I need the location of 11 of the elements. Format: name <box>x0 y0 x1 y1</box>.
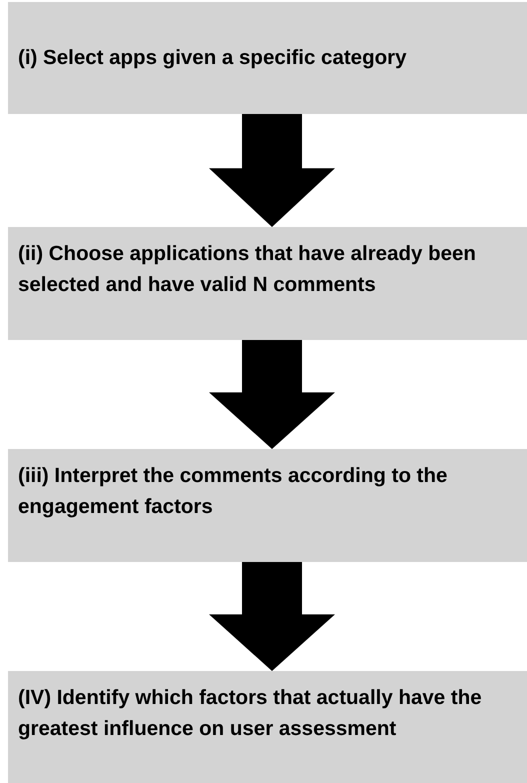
arrow <box>209 562 335 671</box>
process-box <box>8 2 527 114</box>
process-box <box>8 671 527 783</box>
step-text: (ii) Choose applications that have already been selected and have valid N comments <box>18 241 477 298</box>
process-box <box>8 449 527 562</box>
step-text: (i) Select apps given a specific category <box>18 44 408 71</box>
step-text: (IV) Identify which factors that actually have the greatest influence on user assessment <box>18 685 483 742</box>
arrow <box>209 114 335 227</box>
process-box <box>8 227 527 340</box>
arrow <box>209 340 335 449</box>
step-text: (iii) Interpret the comments according to the engagement factors <box>18 463 448 520</box>
